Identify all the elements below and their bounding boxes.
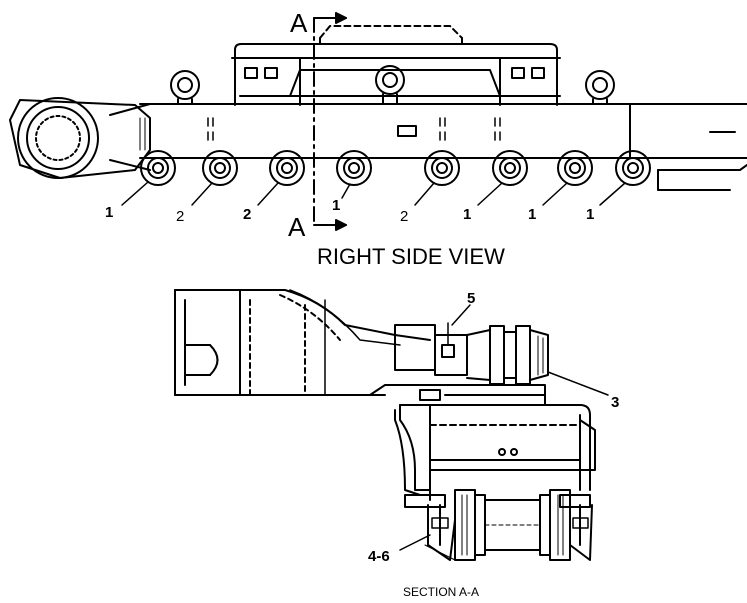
roller-frame-bracket <box>369 384 596 501</box>
roller-callout: 1 <box>528 206 536 223</box>
track-roller <box>202 150 238 186</box>
track-roller <box>615 150 651 186</box>
roller-callout: 2 <box>176 208 184 225</box>
carrier-roller-section <box>394 322 549 385</box>
section-view-title: SECTION A-A <box>403 585 479 599</box>
section-callout: 3 <box>611 394 619 411</box>
roller-callout: 1 <box>332 197 340 214</box>
track-rollers <box>140 150 651 186</box>
carrier-rollers <box>170 65 615 105</box>
roller-leader-lines <box>121 181 626 206</box>
section-arrow-bottom <box>335 219 347 231</box>
section-callout: 4-6 <box>368 548 390 565</box>
roller-callout: 1 <box>105 204 113 221</box>
track-roller <box>424 150 460 186</box>
track-roller <box>336 150 372 186</box>
track-roller-section <box>404 489 593 561</box>
section-callout: 5 <box>467 290 475 307</box>
roller-callout: 2 <box>400 208 408 225</box>
track-roller <box>557 150 593 186</box>
carrier-roller <box>170 70 200 105</box>
section-marker-top: A <box>290 8 308 38</box>
section-marker-bottom: A <box>288 212 306 242</box>
track-roller <box>269 150 305 186</box>
section-arrow-top <box>335 12 347 24</box>
roller-callout: 1 <box>586 206 594 223</box>
carrier-roller <box>585 70 615 105</box>
front-idler <box>9 97 151 179</box>
carrier-housing <box>231 25 561 106</box>
track-roller <box>140 150 176 186</box>
section-callouts: 5 3 4-6 <box>368 290 619 565</box>
carrier-roller <box>375 65 405 105</box>
roller-callouts: 1 2 2 1 2 1 1 1 <box>105 197 594 225</box>
section-cut-line <box>313 17 347 226</box>
roller-callout: 1 <box>463 206 471 223</box>
section-leader-lines <box>399 304 609 551</box>
section-frame <box>174 289 431 396</box>
top-view-title: RIGHT SIDE VIEW <box>317 244 505 269</box>
track-roller <box>492 150 528 186</box>
roller-callout: 2 <box>243 206 251 223</box>
